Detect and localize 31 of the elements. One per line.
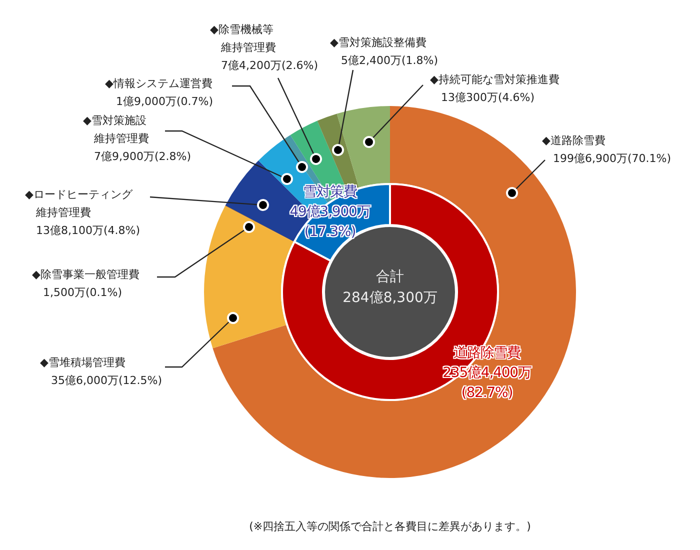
total-amount: 284億8,300万 [342, 289, 438, 308]
amount-label: 13億8,100万(4.8%) [35, 223, 140, 239]
leader-line [165, 312, 239, 368]
category-label: ◆持続可能な雪対策推進費 [430, 72, 560, 88]
leader-line [363, 84, 424, 148]
amount-label: 7億4,200万(2.6%) [220, 58, 318, 74]
amount-label: 35億6,000万(12.5%) [50, 373, 162, 389]
category-label: ◆雪堆積場管理費 [40, 355, 126, 371]
amount-label: 13億300万(4.6%) [440, 90, 536, 106]
footnote: (※四捨五入等の関係で合計と各費目に差異があります。) [249, 520, 531, 533]
category-label: ◆除雪機械等維持管理費 [210, 22, 277, 56]
category-label: ◆雪対策施設整備費 [330, 35, 428, 51]
leader-line [277, 78, 322, 165]
leader-line [157, 221, 255, 278]
amount-label: 5億2,400万(1.8%) [340, 53, 438, 69]
total-title: 合計 [375, 268, 405, 287]
category-label: ◆道路除雪費 [542, 133, 606, 149]
category-label: ◆除雪事業一般管理費 [32, 267, 140, 283]
leader-line [232, 85, 308, 173]
category-label: ◆ロードヒーティング維持管理費 [25, 187, 134, 221]
leader-line [150, 196, 269, 211]
amount-label: 1億9,000万(0.7%) [115, 94, 214, 110]
leader-line [165, 130, 293, 185]
segment-title: 雪対策費 [302, 183, 358, 202]
leader-line [332, 70, 354, 156]
amount-label: 1,500万(0.1%) [42, 285, 124, 301]
category-label: ◆雪対策施設維持管理費 [83, 113, 150, 147]
leader-line [506, 160, 546, 199]
amount-label: 7億9,900万(2.8%) [93, 149, 192, 165]
category-label: ◆情報システム運営費 [105, 76, 214, 92]
amount-label: 199億6,900万(70.1%) [552, 151, 672, 167]
